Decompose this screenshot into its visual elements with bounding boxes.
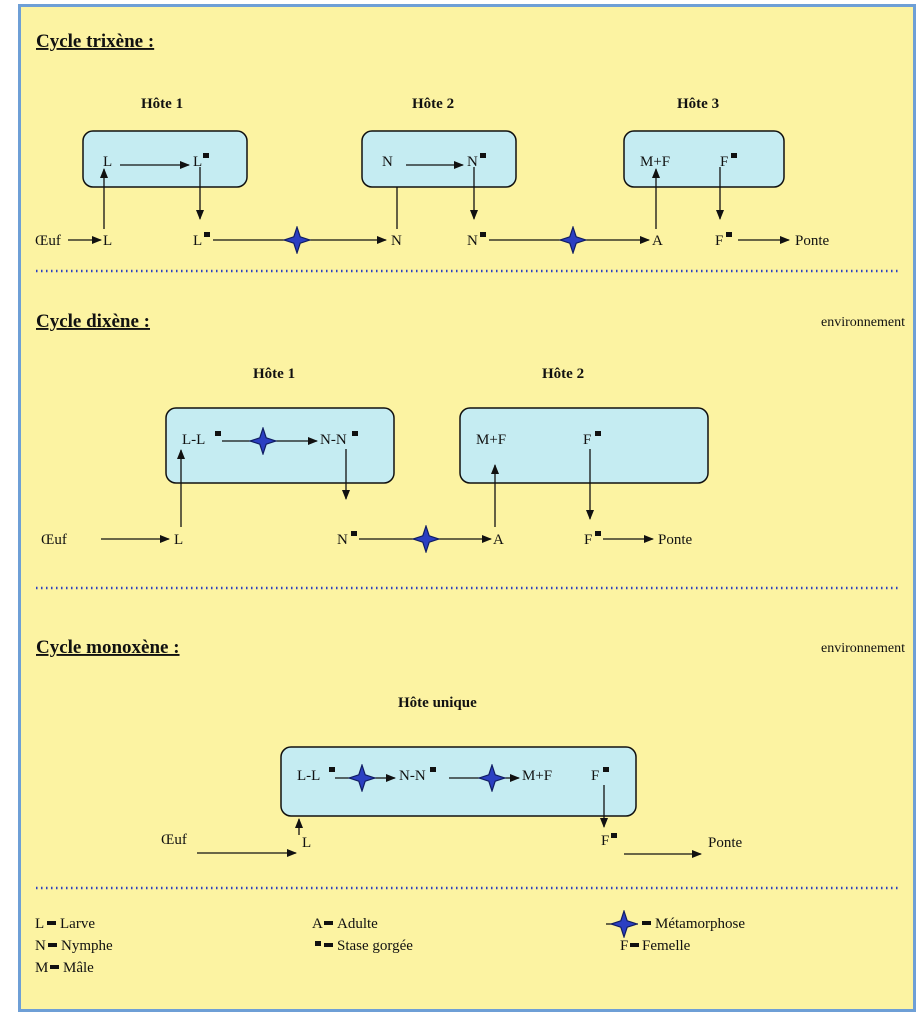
trixene-host1-label: Hôte 1 [141, 96, 183, 112]
engorged-icon [315, 941, 321, 946]
monoxene-egg: Œuf [161, 832, 187, 848]
monoxene-title: Cycle monoxène : [36, 637, 180, 658]
trixene-h1-larva: L [103, 154, 112, 170]
dixene-environment: environnement [821, 315, 905, 330]
dixene-h1-larva-stages: L-L [182, 432, 205, 448]
trixene-nymph: N [391, 233, 402, 249]
metamorphosis-icon [610, 910, 638, 938]
trixene-h3-male-female: M+F [640, 154, 670, 170]
trixene-h3-female-engorged: F [720, 154, 728, 170]
monoxene-ponte: Ponte [708, 835, 743, 851]
legend-femelle: Femelle [642, 938, 691, 954]
metamorphosis-icon [412, 525, 440, 553]
legend-larve-abbr: L [35, 916, 44, 932]
trixene-larva-engorged: L [193, 233, 202, 249]
equals-mark [47, 921, 56, 925]
legend-larve: Larve [60, 916, 95, 932]
legend-adulte: Adulte [337, 916, 378, 932]
monoxene-host-box [280, 746, 637, 817]
trixene-host2-label: Hôte 2 [412, 96, 454, 112]
engorged-icon [611, 833, 617, 838]
legend: L Larve N Nymphe M Mâle A Adulte Stase g… [35, 910, 745, 976]
metamorphosis-icon [559, 226, 587, 254]
trixene-larva: L [103, 233, 112, 249]
trixene-h1-larva-engorged: L [193, 154, 202, 170]
dixene-larva: L [174, 532, 183, 548]
engorged-icon [352, 431, 358, 436]
trixene-host1-box [82, 130, 248, 188]
legend-male-abbr: M [35, 960, 48, 976]
trixene-h2-nymph: N [382, 154, 393, 170]
monoxene-male-female: M+F [522, 768, 552, 784]
engorged-icon [351, 531, 357, 536]
dixene-h2-male-female: M+F [476, 432, 506, 448]
dixene-host1-label: Hôte 1 [253, 366, 295, 382]
monoxene-host-label: Hôte unique [398, 695, 477, 711]
trixene-host3-label: Hôte 3 [677, 96, 719, 112]
dixene-ponte: Ponte [658, 532, 693, 548]
trixene-adult: A [652, 233, 663, 249]
engorged-icon [203, 153, 209, 158]
trixene-female-engorged: F [715, 233, 723, 249]
engorged-icon [204, 232, 210, 237]
monoxene-environment: environnement [821, 641, 905, 656]
monoxene-nymph-stages: N-N [399, 768, 426, 784]
legend-femelle-abbr: F [620, 938, 628, 954]
legend-nymphe-abbr: N [35, 938, 46, 954]
engorged-icon [215, 431, 221, 436]
dixene-h1-nymph-stages: N-N [320, 432, 347, 448]
trixene-host3-box [623, 130, 785, 188]
engorged-icon [480, 232, 486, 237]
legend-metamorphose: Métamorphose [655, 916, 745, 932]
dixene-nymph-engorged: N [337, 532, 348, 548]
legend-stase: Stase gorgée [337, 938, 413, 954]
legend-nymphe: Nymphe [61, 938, 113, 954]
equals-mark [50, 965, 59, 969]
engorged-icon [726, 232, 732, 237]
equals-mark [324, 943, 333, 947]
equals-mark [642, 921, 651, 925]
engorged-icon [430, 767, 436, 772]
engorged-icon [595, 531, 601, 536]
equals-mark [48, 943, 57, 947]
diagram-canvas: Cycle trixène : Hôte 1 Hôte 2 Hôte 3 L L… [18, 4, 916, 1012]
dixene-h2-female-engorged: F [583, 432, 591, 448]
dixene-egg: Œuf [41, 532, 67, 548]
dixene-female-engorged: F [584, 532, 592, 548]
equals-mark [630, 943, 639, 947]
trixene-h2-nymph-engorged: N [467, 154, 478, 170]
trixene-egg: Œuf [35, 233, 61, 249]
monoxene-female-out: F [601, 833, 609, 849]
monoxene-female-engorged: F [591, 768, 599, 784]
dixene-host2-box [459, 407, 709, 484]
engorged-icon [329, 767, 335, 772]
engorged-icon [603, 767, 609, 772]
engorged-icon [731, 153, 737, 158]
dixene-title: Cycle dixène : [36, 311, 150, 332]
monoxene-larva: L [302, 835, 311, 851]
dixene-host2-label: Hôte 2 [542, 366, 584, 382]
legend-adulte-abbr: A [312, 916, 323, 932]
trixene-title: Cycle trixène : [36, 31, 154, 52]
engorged-icon [595, 431, 601, 436]
life-cycle-diagram: Cycle trixène : Hôte 1 Hôte 2 Hôte 3 L L… [35, 31, 905, 976]
trixene-ponte: Ponte [795, 233, 830, 249]
trixene-nymph-engorged: N [467, 233, 478, 249]
metamorphosis-icon [283, 226, 311, 254]
legend-male: Mâle [63, 960, 94, 976]
trixene-host2-box [361, 130, 517, 188]
equals-mark [324, 921, 333, 925]
dixene-adult: A [493, 532, 504, 548]
engorged-icon [480, 153, 486, 158]
dixene-host1-box [165, 407, 395, 484]
monoxene-larva-stages: L-L [297, 768, 320, 784]
